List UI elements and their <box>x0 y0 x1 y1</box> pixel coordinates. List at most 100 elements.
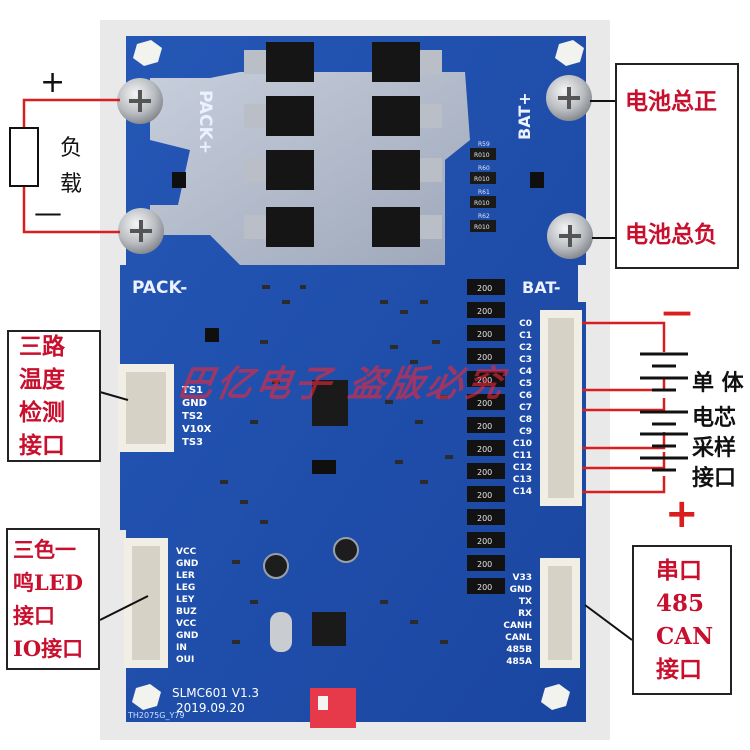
silkscreen-pack-neg: PACK- <box>132 278 187 298</box>
pin-label: GND <box>176 559 198 569</box>
watermark-text: 巴亿电子 盗版必究 <box>173 363 509 405</box>
reset-button <box>205 328 219 342</box>
pin-label: C0 <box>519 319 532 329</box>
led-io-connector <box>124 538 168 668</box>
pointer-lines <box>99 100 633 641</box>
load-resistor-symbol <box>9 127 39 187</box>
resistor-value: R010 <box>474 224 490 231</box>
balance-resistor-value: 200 <box>477 491 492 500</box>
pin-label: C3 <box>519 355 532 365</box>
screw-cross <box>559 225 581 247</box>
mosfet <box>372 96 420 136</box>
pin-label: C12 <box>513 463 532 473</box>
electrolytic-capacitor <box>263 553 289 579</box>
mosfet-tab <box>244 158 266 182</box>
dip-switch <box>310 688 356 728</box>
pin-label: C5 <box>519 379 532 389</box>
pin-label: TS2 <box>182 411 203 422</box>
resistor-ref: R60 <box>478 165 490 172</box>
crystal <box>270 612 292 652</box>
pin-label: LEG <box>176 583 195 593</box>
cell-pin-labels: C0 C1 C2 C3 C4 C5 C6 C7 C8 C9 C10 C11 C1… <box>513 319 532 497</box>
pin-label: C9 <box>519 427 532 437</box>
pin-label: V33 <box>513 573 533 583</box>
ts-connector <box>118 364 174 452</box>
balance-resistor <box>467 509 505 525</box>
comm-connector <box>540 558 580 668</box>
pin-label: TS3 <box>182 437 203 448</box>
mosfet <box>266 207 314 247</box>
balance-resistor-value: 200 <box>477 468 492 477</box>
electrolytic-capacitor <box>333 537 359 563</box>
mosfet <box>266 42 314 82</box>
pin-label: VCC <box>176 619 197 629</box>
balance-resistor <box>467 302 505 318</box>
balance-resistors: 200 200 200 200 200 200 200 200 200 200 … <box>467 279 505 594</box>
cell-label-line: 采样 <box>692 435 737 461</box>
balance-resistor <box>467 486 505 502</box>
shunt-resistor <box>470 148 496 160</box>
balance-resistor <box>467 417 505 433</box>
pin-label: C7 <box>519 403 532 413</box>
load-wiring <box>22 98 120 234</box>
connector-cavity <box>132 546 160 660</box>
cell-minus-sign: — <box>662 295 692 330</box>
pin-label: GND <box>176 631 198 641</box>
led-label-line: 鸣LED <box>13 570 83 595</box>
mosfet-tab <box>420 104 442 128</box>
balance-resistor-value: 200 <box>477 537 492 546</box>
bat-total-pos-label: 电池总正 <box>625 88 717 115</box>
battery-terminal-label-box: 电池总正 电池总负 <box>615 63 739 269</box>
balance-resistor <box>467 440 505 456</box>
cell-wiring <box>582 321 666 494</box>
dip-switch-lever <box>318 696 328 710</box>
board-model: SLMC601 V1.3 <box>172 686 259 700</box>
pin-label: GND <box>182 398 207 409</box>
pin-label: CANL <box>505 633 532 643</box>
balance-resistor-value: 200 <box>477 307 492 316</box>
led-label-line: 接口 <box>13 603 55 628</box>
afe-chip <box>312 380 348 426</box>
resistor-value: R010 <box>474 200 490 207</box>
cell-plus-sign: + <box>665 491 699 537</box>
pin-label: C2 <box>519 343 532 353</box>
pin-label: C10 <box>513 439 532 449</box>
led-io-label-box: 三色一 鸣LED 接口 IO接口 <box>6 528 100 670</box>
diode <box>172 172 186 188</box>
balance-resistor-value: 200 <box>477 399 492 408</box>
board-date: 2019.09.20 <box>176 701 245 715</box>
balance-resistor-value: 200 <box>477 330 492 339</box>
balance-resistor-value: 200 <box>477 376 492 385</box>
pin-label: 485A <box>506 657 532 667</box>
shunt-resistor <box>470 172 496 184</box>
comm-label-line: 485 <box>656 590 705 617</box>
shunt-resistor <box>470 196 496 208</box>
pin-label: TS1 <box>182 385 203 396</box>
pin-label: C13 <box>513 475 532 485</box>
balance-resistor <box>467 348 505 364</box>
pin-label: 485B <box>506 645 532 655</box>
shunt-resistor <box>470 220 496 232</box>
load-char-1: 负 <box>60 136 83 161</box>
cell-label-line: 单 体 <box>692 370 744 396</box>
cell-connector <box>540 310 582 506</box>
silkscreen-bat-neg: BAT- <box>522 278 561 297</box>
temp-label-line: 温度 <box>19 366 65 393</box>
balance-resistor <box>467 532 505 548</box>
pin-label: GND <box>510 585 532 595</box>
standoff <box>133 40 162 66</box>
led-label-line: 三色一 <box>13 537 76 562</box>
resistor-value: R010 <box>474 152 490 159</box>
silkscreen-bat-pos: BAT+ <box>515 92 534 140</box>
pin-label: C14 <box>513 487 532 497</box>
balance-resistor-value: 200 <box>477 422 492 431</box>
led-label-line: IO接口 <box>13 636 84 661</box>
pin-label: RX <box>518 609 532 619</box>
shunt-resistors: R59 R010 R60 R010 R61 R010 R62 R010 <box>470 141 496 232</box>
balance-resistor-value: 200 <box>477 353 492 362</box>
connector-cavity <box>548 318 574 498</box>
balance-resistor-value: 200 <box>477 583 492 592</box>
temp-interface-label-box: 三路 温度 检测 接口 <box>7 330 101 462</box>
balance-resistor <box>467 578 505 594</box>
pin-label: C4 <box>519 367 532 377</box>
